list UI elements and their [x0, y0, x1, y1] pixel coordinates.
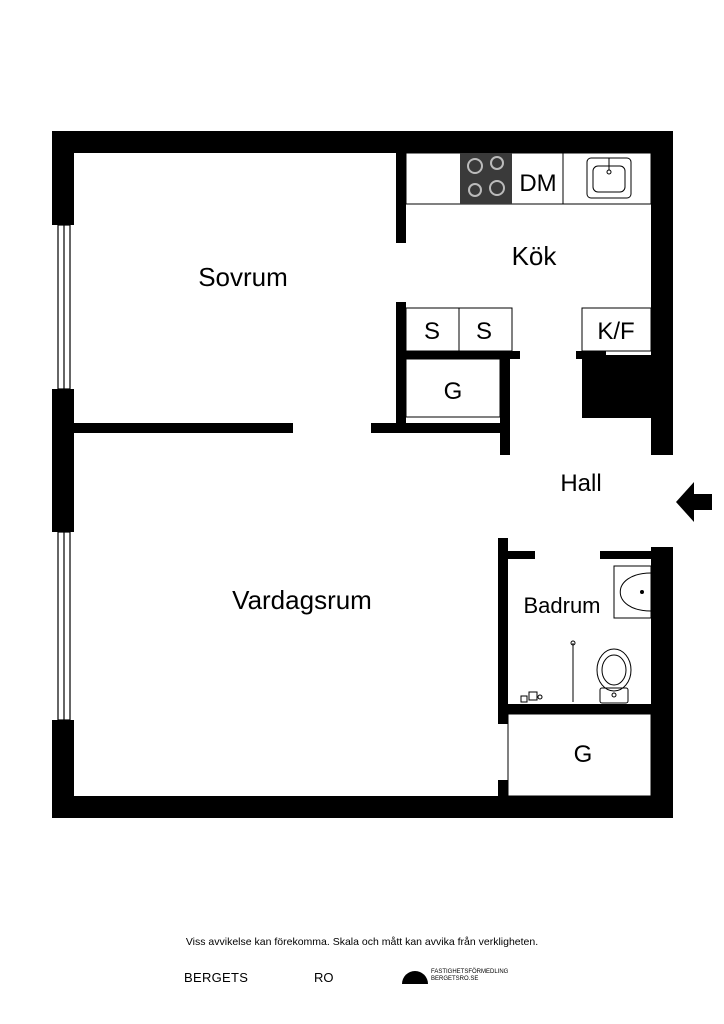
left-wall-mid: [52, 389, 74, 532]
label-kf: K/F: [597, 318, 634, 345]
interior-walls: [72, 151, 672, 800]
stove-burner-1: [467, 158, 483, 174]
brand-name-mid: RO: [314, 970, 334, 985]
wall-closet-top: [396, 351, 520, 359]
left-wall-top: [52, 131, 74, 225]
brand-tagline-line-2: BERGETSRO.SE: [431, 976, 479, 982]
label-g-kitchen: G: [444, 378, 463, 405]
room-label-kok: Kök: [512, 241, 558, 271]
entrance-arrow-icon: [676, 482, 712, 522]
chimney-block: [582, 355, 672, 418]
wall-closet-right: [500, 351, 510, 455]
right-wall-bottom: [651, 547, 673, 818]
stove-burner-2: [490, 156, 504, 170]
windows: [57, 224, 71, 721]
wall-bedroom-kitchen-upper: [396, 151, 406, 243]
room-label-badrum: Badrum: [523, 593, 600, 618]
brand-tagline: FASTIGHETSFÖRMEDLING BERGETSRO.SE: [431, 969, 508, 983]
disclaimer-text: Viss avvikelse kan förekomma. Skala och …: [185, 936, 539, 948]
closet-bath-outline: [507, 713, 652, 797]
toilet-icon: [596, 648, 632, 704]
counter-top: [405, 152, 652, 205]
washbasin-icon: [613, 565, 652, 619]
label-g-bath: G: [574, 741, 593, 768]
kitchen-counter: [405, 152, 652, 205]
label-cabinet-s-1: S: [424, 318, 440, 345]
top-wall: [52, 131, 673, 153]
stove-burner-4: [489, 180, 505, 196]
brand-tagline-line-1: FASTIGHETSFÖRMEDLING: [431, 969, 509, 975]
left-wall-bottom: [52, 720, 74, 818]
closet-kitchen-outline: [405, 358, 501, 418]
wall-closet-bottom: [371, 423, 510, 433]
wall-bath-left: [498, 538, 508, 724]
cabinet-s-2: [458, 307, 513, 352]
bottom-wall: [52, 796, 673, 818]
room-label-sovrum: Sovrum: [198, 262, 288, 292]
stove-icon: [460, 153, 512, 204]
brand-logo-icon: [402, 971, 428, 984]
wall-bath-left-lower: [498, 780, 508, 800]
shower-icon: [520, 640, 576, 703]
wall-bedroom-kitchen-lower: [396, 302, 406, 426]
kitchen-cabinets: [405, 307, 652, 352]
wall-bath-bottom: [498, 704, 653, 714]
room-label-hall: Hall: [560, 470, 601, 497]
label-cabinet-s-2: S: [476, 318, 492, 345]
sink-icon: [586, 157, 632, 199]
closet-outlines: [405, 358, 652, 797]
wall-bath-top-right: [600, 551, 653, 559]
brand-name-left: BERGETS: [184, 970, 249, 985]
fridge-freezer: [581, 307, 652, 352]
stove-burner-3: [468, 183, 482, 197]
wall-bedroom-living: [72, 423, 293, 433]
wall-bath-top-left: [498, 551, 535, 559]
label-dm: DM: [519, 170, 556, 197]
room-label-vardagsrum: Vardagsrum: [232, 585, 372, 615]
